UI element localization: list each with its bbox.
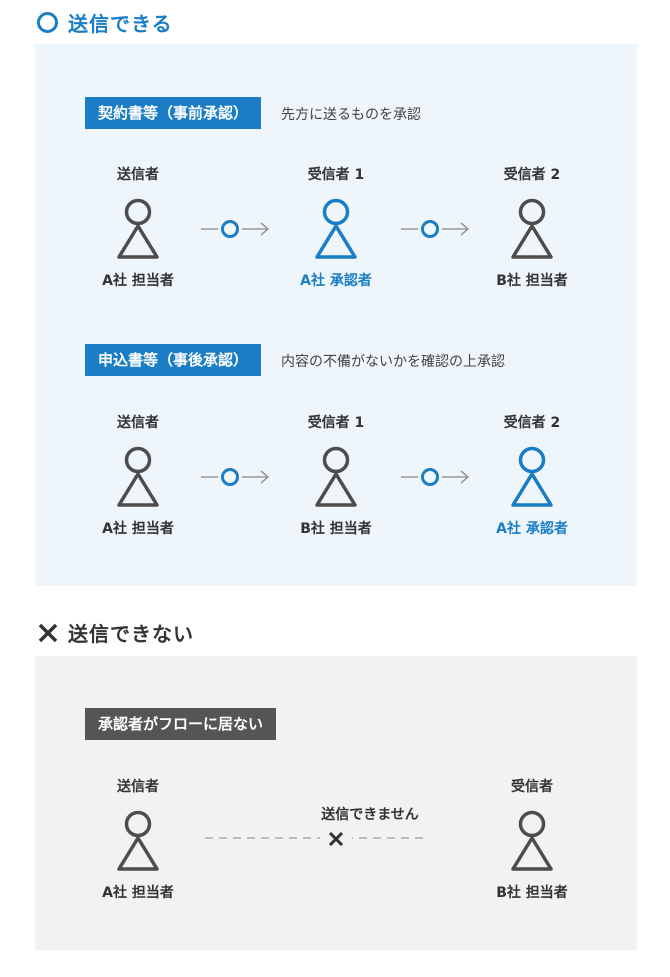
- person-name: A社 担当者: [102, 885, 174, 901]
- person-name: A社 担当者: [102, 273, 174, 289]
- person-role: 受信者 2: [503, 415, 561, 431]
- ng-receiver: 受信者 B社 担当者: [462, 776, 602, 902]
- flow-1-tag: 契約書等（事前承認）: [85, 97, 262, 129]
- cross-icon: [328, 832, 344, 846]
- fail-text: 送信できません: [321, 807, 419, 823]
- flow-1-receiver-2: 受信者 2 B社 担当者: [462, 164, 602, 290]
- person-name: A社 承認者: [496, 521, 568, 537]
- person-icon: [117, 198, 159, 259]
- flow-1-sender: 送信者 A社 担当者: [68, 164, 208, 290]
- person-icon: [511, 810, 553, 871]
- person-icon: [117, 810, 159, 871]
- person-icon: [511, 446, 553, 507]
- flow-2-note: 内容の不備がないかを確認の上承認: [281, 354, 505, 370]
- flow-1-receiver-1: 受信者 1 A社 承認者: [266, 164, 406, 290]
- circle-arrow-icon: [201, 220, 270, 238]
- circle-arrow-icon: [401, 468, 470, 486]
- person-role: 受信者: [511, 779, 553, 795]
- ok-section-heading: 送信できる: [37, 8, 173, 37]
- ng-section-title: 送信できない: [68, 622, 194, 646]
- ng-tag: 承認者がフローに居ない: [85, 708, 277, 740]
- cross-icon: [38, 623, 58, 642]
- ng-section-heading: 送信できない: [37, 618, 194, 647]
- person-icon: [117, 446, 159, 507]
- dashed-line: [205, 837, 427, 839]
- person-name: A社 担当者: [102, 521, 174, 537]
- circle-arrow-icon: [201, 468, 270, 486]
- flow-2-receiver-1: 受信者 1 B社 担当者: [266, 412, 406, 538]
- person-role: 送信者: [117, 415, 159, 431]
- circle-icon: [37, 12, 58, 33]
- flow-2-receiver-2: 受信者 2 A社 承認者: [462, 412, 602, 538]
- person-name: A社 承認者: [300, 273, 372, 289]
- ok-section-title: 送信できる: [68, 12, 173, 36]
- person-name: B社 担当者: [300, 521, 372, 537]
- ok-panel: 契約書等（事前承認） 先方に送るものを承認 送信者 A社 担当者 受信者 1 A…: [35, 44, 637, 586]
- person-icon: [315, 198, 357, 259]
- flow-2-tag: 申込書等（事後承認）: [85, 344, 262, 376]
- ng-panel: 承認者がフローに居ない 送信者 A社 担当者 送信できません 受信者 B社 担当…: [35, 656, 637, 950]
- person-role: 送信者: [117, 167, 159, 183]
- person-role: 受信者 1: [307, 415, 365, 431]
- flow-2-sender: 送信者 A社 担当者: [68, 412, 208, 538]
- person-name: B社 担当者: [496, 885, 568, 901]
- person-role: 受信者 2: [503, 167, 561, 183]
- person-role: 送信者: [117, 779, 159, 795]
- ng-sender: 送信者 A社 担当者: [68, 776, 208, 902]
- person-icon: [315, 446, 357, 507]
- person-icon: [511, 198, 553, 259]
- circle-arrow-icon: [401, 220, 470, 238]
- person-name: B社 担当者: [496, 273, 568, 289]
- flow-1-note: 先方に送るものを承認: [281, 107, 421, 123]
- person-role: 受信者 1: [307, 167, 365, 183]
